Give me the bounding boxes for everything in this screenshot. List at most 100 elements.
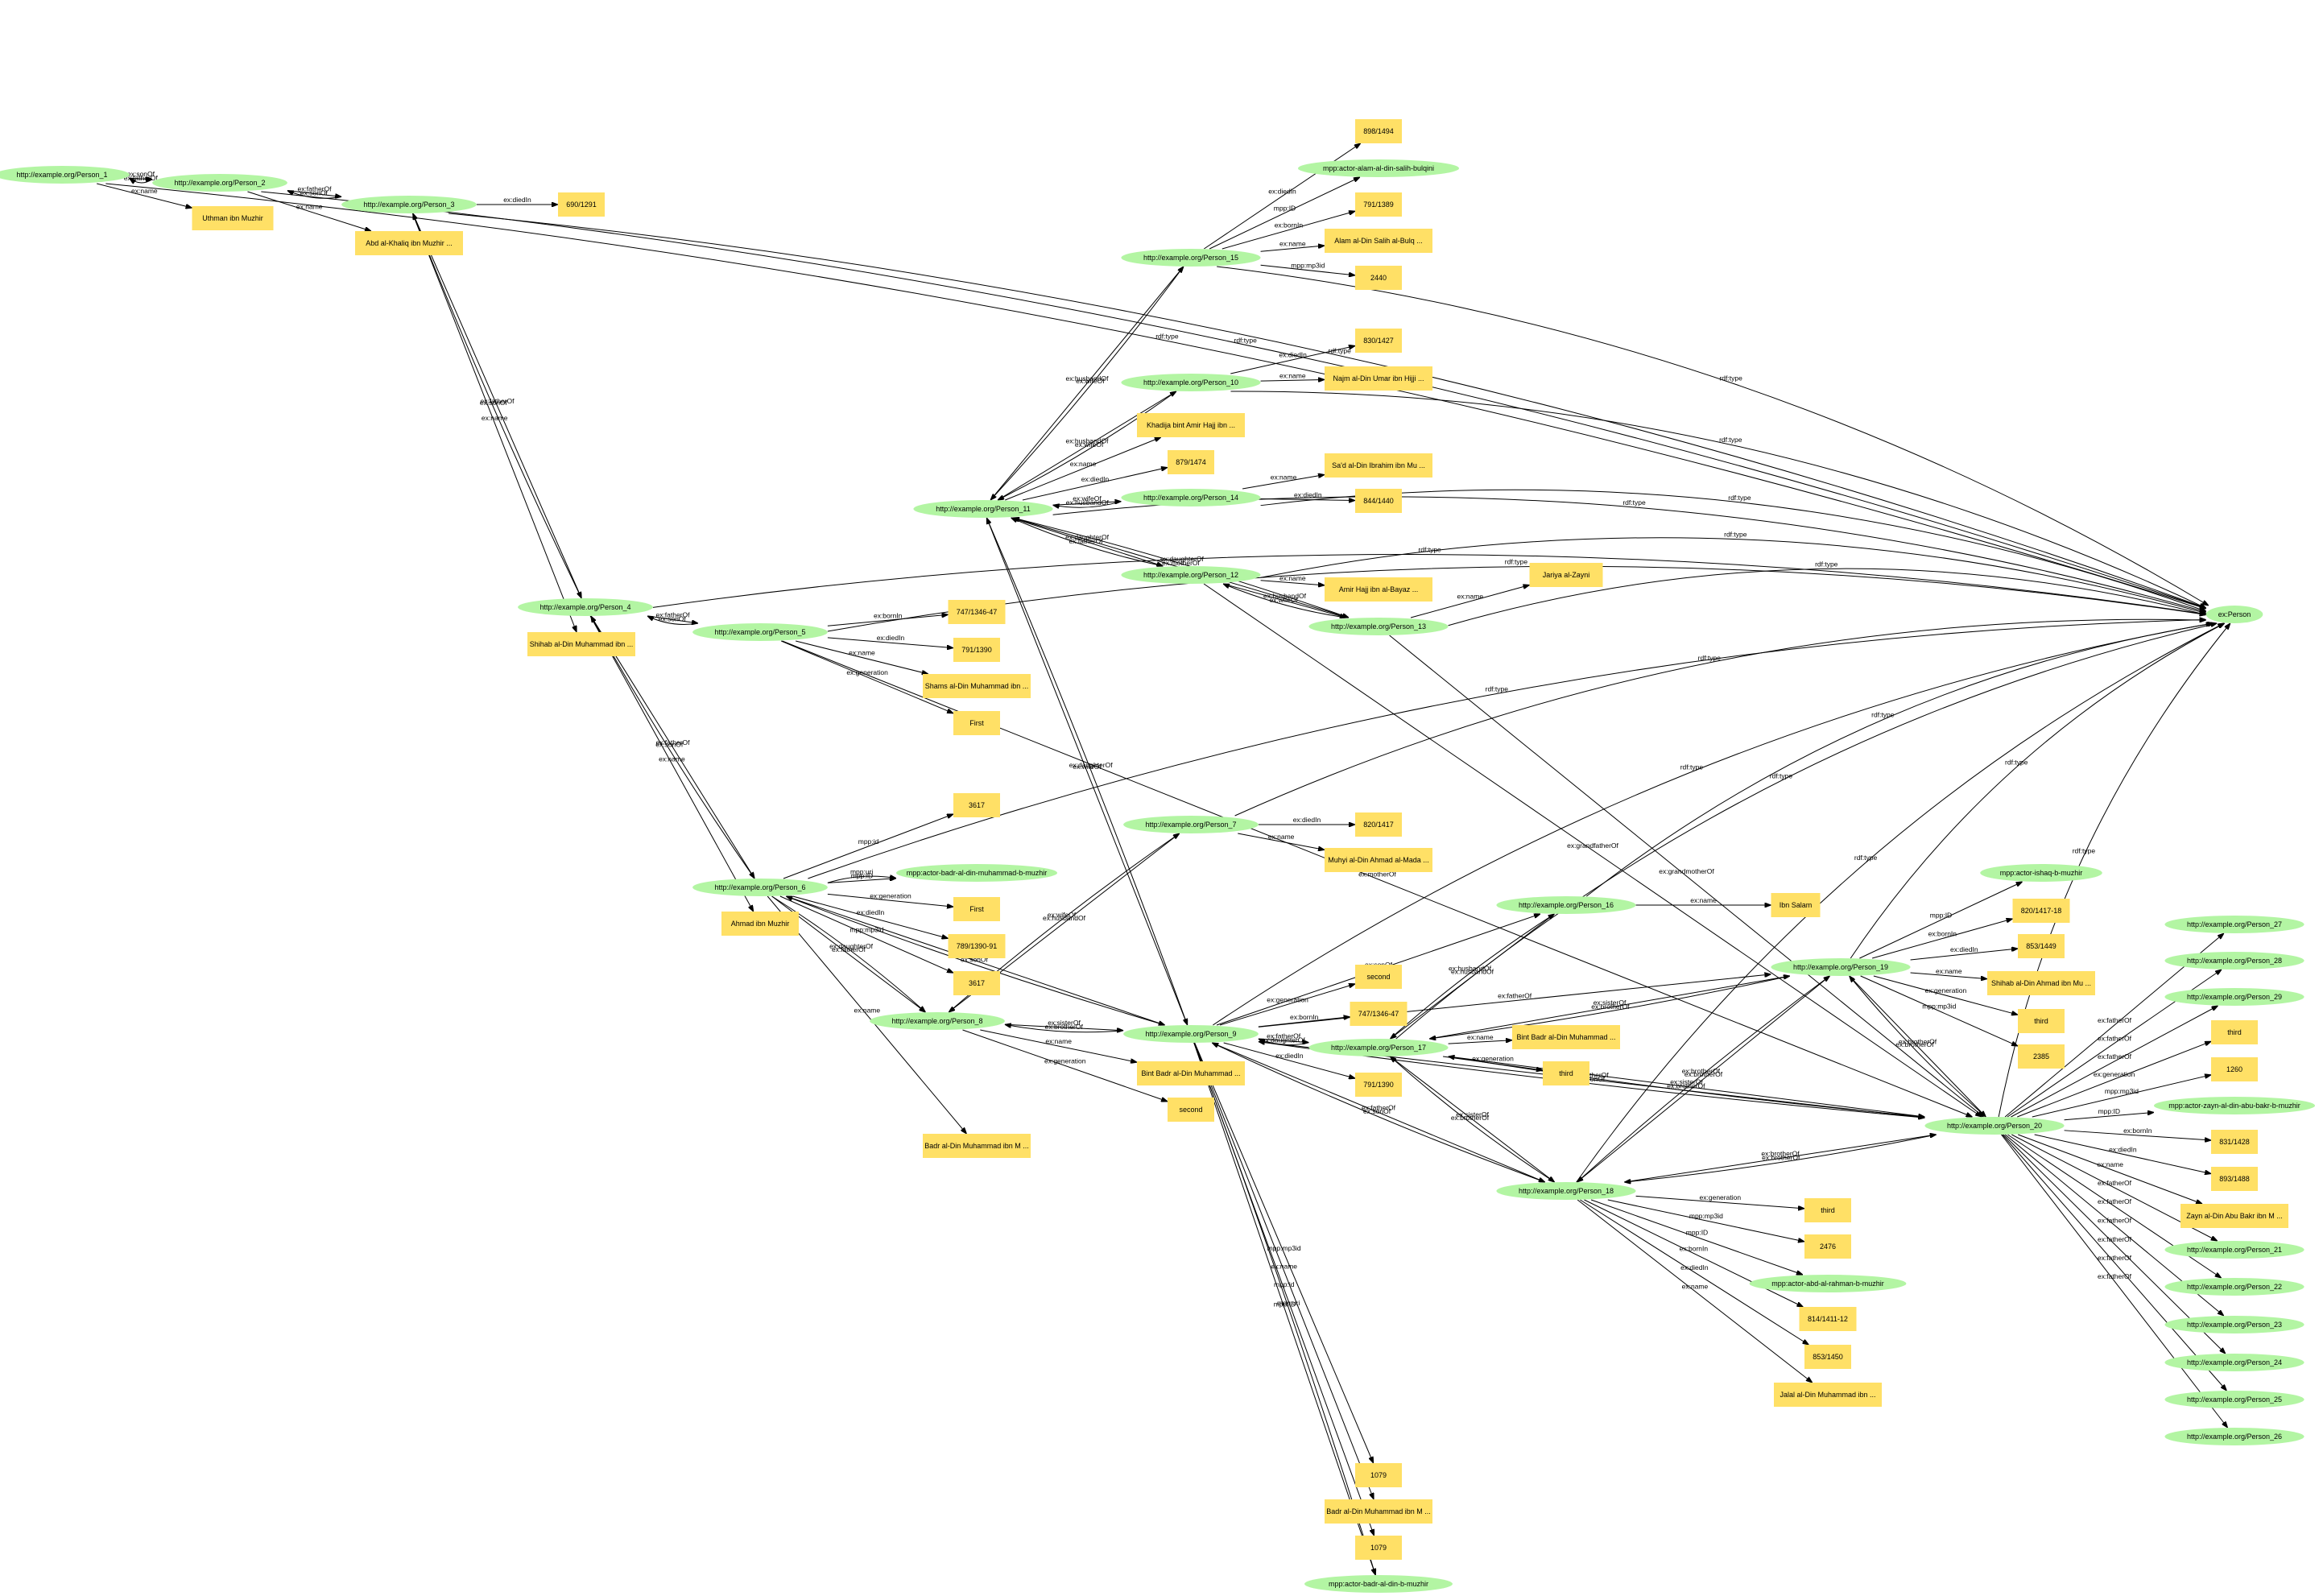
resource-node[interactable]: http://example.org/Person_18 xyxy=(1496,1182,1636,1200)
literal-node[interactable]: 814/1411-12 xyxy=(1799,1307,1857,1331)
literal-node[interactable]: 791/1390 xyxy=(953,638,1000,662)
resource-node[interactable]: mpp:actor-badr-al-din-muhammad-b-muzhir xyxy=(896,864,1057,882)
resource-node[interactable]: http://example.org/Person_21 xyxy=(2164,1241,2305,1259)
resource-node[interactable]: http://example.org/Person_22 xyxy=(2164,1278,2305,1296)
resource-ellipse xyxy=(1121,566,1261,584)
literal-node[interactable]: 1079 xyxy=(1355,1536,1402,1560)
literal-node[interactable]: Muhyi al-Din Ahmad al-Mada ... xyxy=(1325,848,1432,872)
literal-node[interactable]: 1079 xyxy=(1355,1463,1402,1487)
literal-node[interactable]: Khadija bint Amir Hajj ibn ... xyxy=(1137,413,1245,437)
literal-node[interactable]: First xyxy=(953,711,1000,735)
literal-node[interactable]: Badr al-Din Muhammad ibn M ... xyxy=(923,1134,1031,1158)
resource-node[interactable]: http://example.org/Person_6 xyxy=(692,879,828,896)
literal-node[interactable]: 879/1474 xyxy=(1168,450,1214,474)
literal-node[interactable]: 893/1488 xyxy=(2211,1167,2258,1191)
resource-node[interactable]: http://example.org/Person_17 xyxy=(1308,1039,1449,1056)
resource-node[interactable]: http://example.org/Person_4 xyxy=(518,598,653,616)
literal-node[interactable]: 747/1346-47 xyxy=(948,600,1006,624)
literal-node[interactable]: 791/1389 xyxy=(1355,192,1402,217)
literal-node[interactable]: 898/1494 xyxy=(1355,119,1402,143)
literal-node[interactable]: Najm al-Din Umar ibn Hijji ... xyxy=(1325,366,1432,391)
literal-node[interactable]: 2476 xyxy=(1804,1234,1851,1259)
resource-node[interactable]: http://example.org/Person_16 xyxy=(1496,896,1636,914)
resource-node[interactable]: http://example.org/Person_10 xyxy=(1121,374,1261,391)
literal-node[interactable]: Ahmad ibn Muzhir xyxy=(721,912,799,936)
literal-node[interactable]: second xyxy=(1355,965,1402,989)
resource-node[interactable]: mpp:actor-alam-al-din-salih-bulqini xyxy=(1298,159,1459,177)
literal-node[interactable]: second xyxy=(1168,1098,1214,1122)
resource-node[interactable]: http://example.org/Person_11 xyxy=(913,500,1053,518)
edge-p11-p12 xyxy=(1011,517,1164,566)
literal-node[interactable]: third xyxy=(2211,1020,2258,1044)
literal-node[interactable]: 747/1346-47 xyxy=(1350,1002,1408,1026)
edge-p20-l57 xyxy=(2064,1112,2154,1121)
resource-node[interactable]: http://example.org/Person_19 xyxy=(1771,958,1911,976)
edge-p9-l20 xyxy=(1219,984,1355,1026)
resource-node[interactable]: http://example.org/Person_28 xyxy=(2164,952,2305,970)
literal-node[interactable]: Badr al-Din Muhammad ibn M ... xyxy=(1325,1499,1432,1524)
literal-node[interactable]: 844/1440 xyxy=(1355,489,1402,513)
literal-node[interactable]: Alam al-Din Salih al-Bulq ... xyxy=(1325,229,1432,253)
resource-node[interactable]: mpp:actor-zayn-al-din-abu-bakr-b-muzhir xyxy=(2154,1097,2315,1114)
resource-node[interactable]: http://example.org/Person_5 xyxy=(692,623,828,641)
literal-node[interactable]: Jalal al-Din Muhammad ibn ... xyxy=(1774,1383,1882,1407)
literal-node[interactable]: Uthman ibn Muzhir xyxy=(192,206,274,230)
resource-node[interactable]: http://example.org/Person_27 xyxy=(2164,916,2305,933)
resource-node[interactable]: http://example.org/Person_26 xyxy=(2164,1428,2305,1445)
resource-node[interactable]: ex:Person xyxy=(2205,606,2263,623)
resource-node[interactable]: mpp:actor-abd-al-rahman-b-muzhir xyxy=(1749,1275,1907,1292)
resource-node[interactable]: http://example.org/Person_20 xyxy=(1924,1117,2065,1135)
resource-node[interactable]: http://example.org/Person_14 xyxy=(1121,489,1261,507)
edge-p15-l30 xyxy=(1260,246,1325,252)
literal-node[interactable]: Jariya al-Zayni xyxy=(1529,563,1603,587)
literal-node[interactable]: 791/1390 xyxy=(1355,1073,1402,1097)
literal-node[interactable]: Bint Badr al-Din Muhammad ... xyxy=(1137,1061,1245,1085)
literal-node[interactable]: 2385 xyxy=(2018,1044,2065,1069)
resource-node[interactable]: http://example.org/Person_3 xyxy=(341,196,477,213)
literal-node[interactable]: Sa'd al-Din Ibrahim ibn Mu ... xyxy=(1325,453,1432,478)
literal-node[interactable]: Shihab al-Din Ahmad ibn Mu ... xyxy=(1987,971,2095,995)
resource-node[interactable]: http://example.org/Person_29 xyxy=(2164,988,2305,1006)
node-label: 820/1417-18 xyxy=(2021,907,2062,915)
node-label: Jalal al-Din Muhammad ibn ... xyxy=(1780,1391,1875,1399)
literal-node[interactable]: third xyxy=(1804,1198,1851,1222)
edge-label: ex:sonOf xyxy=(1577,1075,1606,1083)
literal-node[interactable]: Shihab al-Din Muhammad ibn ... xyxy=(527,632,635,656)
literal-node[interactable]: 1260 xyxy=(2211,1057,2258,1081)
resource-node[interactable]: http://example.org/Person_23 xyxy=(2164,1316,2305,1333)
resource-node[interactable]: http://example.org/Person_2 xyxy=(152,174,287,192)
literal-node[interactable]: 830/1427 xyxy=(1355,329,1402,353)
literal-node[interactable]: 2440 xyxy=(1355,266,1402,290)
literal-node[interactable]: 853/1450 xyxy=(1804,1345,1851,1369)
literal-node[interactable]: Bint Badr al-Din Muhammad ... xyxy=(1512,1025,1620,1049)
resource-node[interactable]: http://example.org/Person_9 xyxy=(1123,1025,1259,1043)
literal-node[interactable]: Ibn Salam xyxy=(1771,893,1821,917)
literal-node[interactable]: Abd al-Khaliq ibn Muzhir ... xyxy=(355,231,463,255)
literal-node[interactable]: 831/1428 xyxy=(2211,1130,2258,1154)
literal-node[interactable]: third xyxy=(1543,1061,1589,1085)
resource-node[interactable]: http://example.org/Person_7 xyxy=(1123,816,1259,833)
literal-node[interactable]: Amir Hajj ibn al-Bayaz ... xyxy=(1325,577,1432,602)
literal-node[interactable]: Shams al-Din Muhammad ibn ... xyxy=(923,674,1031,698)
literal-node[interactable]: 789/1390-91 xyxy=(948,934,1006,958)
resource-node[interactable]: http://example.org/Person_13 xyxy=(1308,618,1449,635)
literal-box xyxy=(1137,413,1245,437)
literal-node[interactable]: 3617 xyxy=(953,971,1000,995)
resource-node[interactable]: http://example.org/Person_8 xyxy=(870,1012,1005,1030)
resource-node[interactable]: http://example.org/Person_24 xyxy=(2164,1354,2305,1371)
resource-node[interactable]: http://example.org/Person_12 xyxy=(1121,566,1261,584)
resource-node[interactable]: http://example.org/Person_1 xyxy=(0,166,130,184)
resource-node[interactable]: http://example.org/Person_25 xyxy=(2164,1391,2305,1408)
literal-node[interactable]: Zayn al-Din Abu Bakr ibn M ... xyxy=(2181,1204,2288,1228)
literal-node[interactable]: third xyxy=(2018,1009,2065,1033)
literal-node[interactable]: First xyxy=(953,897,1000,921)
resource-node[interactable]: mpp:actor-ishaq-b-muzhir xyxy=(1980,864,2102,882)
resource-node[interactable]: http://example.org/Person_15 xyxy=(1121,249,1261,267)
literal-node[interactable]: 853/1449 xyxy=(2018,934,2065,958)
literal-node[interactable]: 820/1417-18 xyxy=(2012,899,2070,923)
literal-node[interactable]: 690/1291 xyxy=(558,192,605,217)
resource-node[interactable]: mpp:actor-badr-al-din-b-muzhir xyxy=(1304,1575,1453,1593)
literal-box xyxy=(2018,1009,2065,1033)
literal-node[interactable]: 3617 xyxy=(953,793,1000,817)
literal-node[interactable]: 820/1417 xyxy=(1355,812,1402,837)
